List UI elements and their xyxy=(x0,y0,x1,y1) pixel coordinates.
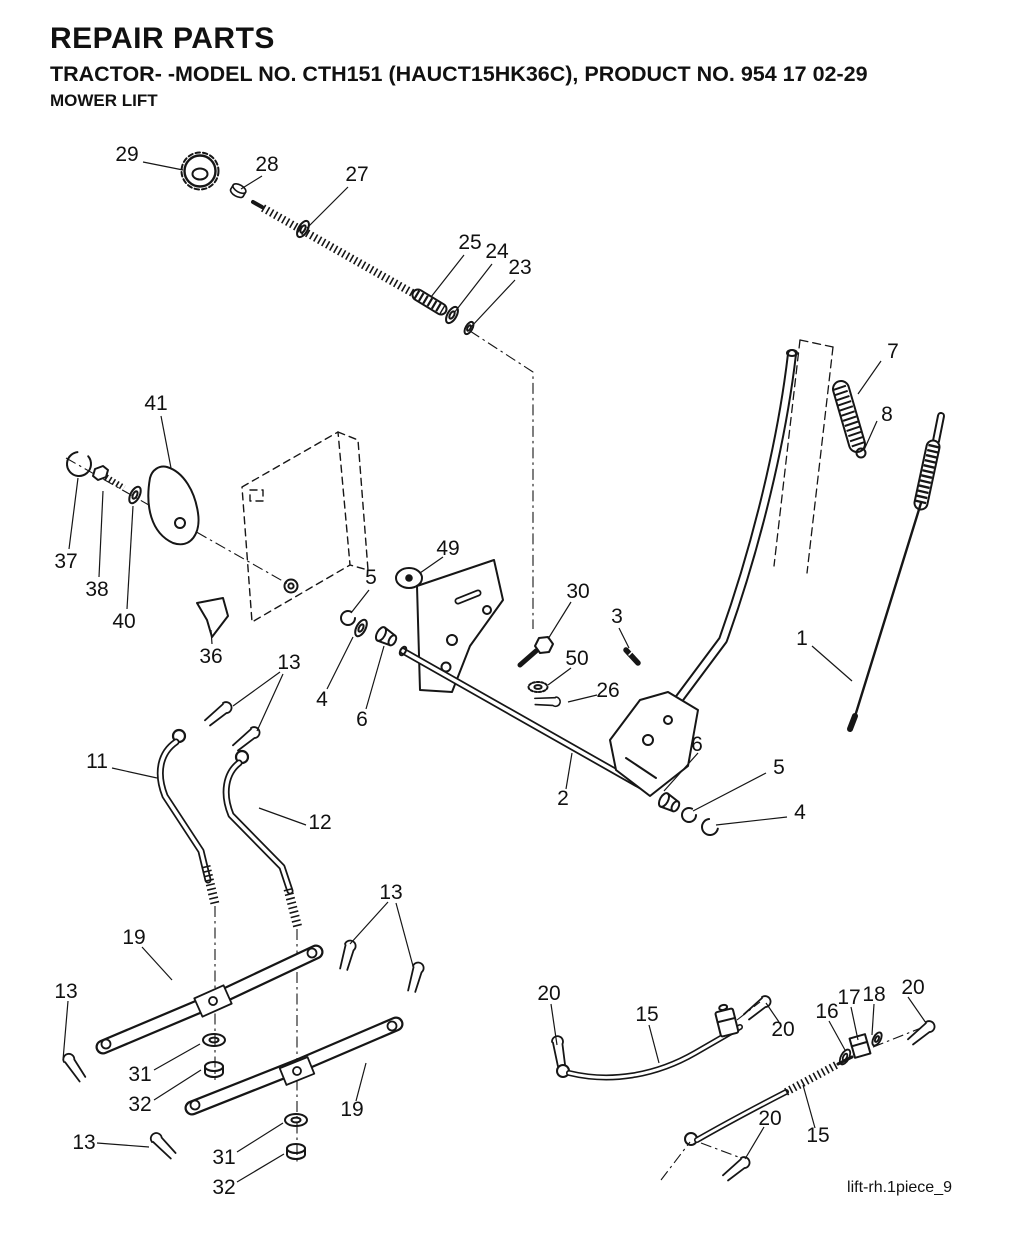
construction-lines xyxy=(65,330,922,1181)
clip-26 xyxy=(532,689,563,714)
clip-13 xyxy=(56,1050,93,1084)
nut-32-upper xyxy=(204,1061,224,1078)
grip-7 xyxy=(832,380,866,453)
handle-tube xyxy=(668,349,798,712)
plate-hole xyxy=(283,578,299,594)
knob-29 xyxy=(180,151,220,191)
hook-36 xyxy=(196,597,229,638)
ball-8 xyxy=(855,447,867,459)
hinge-bracket-assembly xyxy=(66,451,229,638)
washer-49 xyxy=(395,567,423,589)
lift-link-rod-1 xyxy=(847,412,945,732)
spring-25 xyxy=(411,288,448,316)
washer-31-upper xyxy=(202,1033,226,1047)
handle-bracket xyxy=(609,691,699,797)
ring-5-right xyxy=(681,807,697,823)
lift-rod-15-upper xyxy=(556,1003,743,1081)
link-11 xyxy=(156,728,220,906)
trunnion-17 xyxy=(848,1033,872,1059)
page-title: REPAIR PARTS xyxy=(50,22,275,55)
shaft-bracket-plate xyxy=(416,559,504,693)
lift-arm-19-lower xyxy=(184,1016,404,1116)
clip-13 xyxy=(202,695,235,732)
link-12 xyxy=(222,749,303,930)
shaft-right-bushings xyxy=(655,790,719,836)
lift-rods xyxy=(543,989,938,1187)
page-header: REPAIR PARTS TRACTOR- -MODEL NO. CTH151 … xyxy=(50,20,868,112)
lift-rod-27-assembly xyxy=(180,151,477,337)
ring-5-left xyxy=(340,610,356,626)
diagram-reference: lift-rh.1piece_9 xyxy=(847,1179,952,1196)
rod-27 xyxy=(251,200,418,299)
ring-4-right xyxy=(701,818,719,836)
trunnion-upper xyxy=(714,1003,740,1038)
pin-3 xyxy=(623,647,641,666)
mounting-plate-dashed xyxy=(241,431,369,623)
clip-20 xyxy=(905,1014,938,1051)
handle-guide-dashed xyxy=(773,339,834,574)
washer-50 xyxy=(527,681,549,693)
clip-20 xyxy=(741,989,774,1026)
bracket-41 xyxy=(147,465,200,546)
bolt-38 xyxy=(92,465,126,491)
clip-13 xyxy=(404,961,427,994)
lift-rod-15-lower xyxy=(684,1055,854,1146)
lift-arms xyxy=(56,939,427,1161)
washer-31-lower xyxy=(284,1113,308,1127)
ring-37 xyxy=(66,451,92,477)
section-title: MOWER LIFT xyxy=(50,91,158,111)
bushing-6-left xyxy=(372,624,400,650)
washer-40 xyxy=(125,483,145,507)
bushing-6-right xyxy=(655,790,683,816)
lift-handle-assembly xyxy=(609,339,867,797)
mower-lift-shaft-assembly xyxy=(340,559,645,790)
nut-28 xyxy=(228,181,249,201)
leader-lines xyxy=(62,161,927,1183)
clip-13 xyxy=(230,720,263,757)
clip-13 xyxy=(336,939,359,972)
washer-16 xyxy=(836,1047,854,1067)
clip-20 xyxy=(543,1033,576,1070)
bolt-30 xyxy=(517,636,554,668)
nut-32-lower xyxy=(286,1143,306,1160)
shaft-2 xyxy=(398,645,645,790)
model-product-line: TRACTOR- -MODEL NO. CTH151 (HAUCT15HK36C… xyxy=(50,61,868,86)
lift-arm-19-upper xyxy=(95,944,324,1055)
clip-13 xyxy=(145,1130,181,1161)
lift-links xyxy=(156,695,303,930)
